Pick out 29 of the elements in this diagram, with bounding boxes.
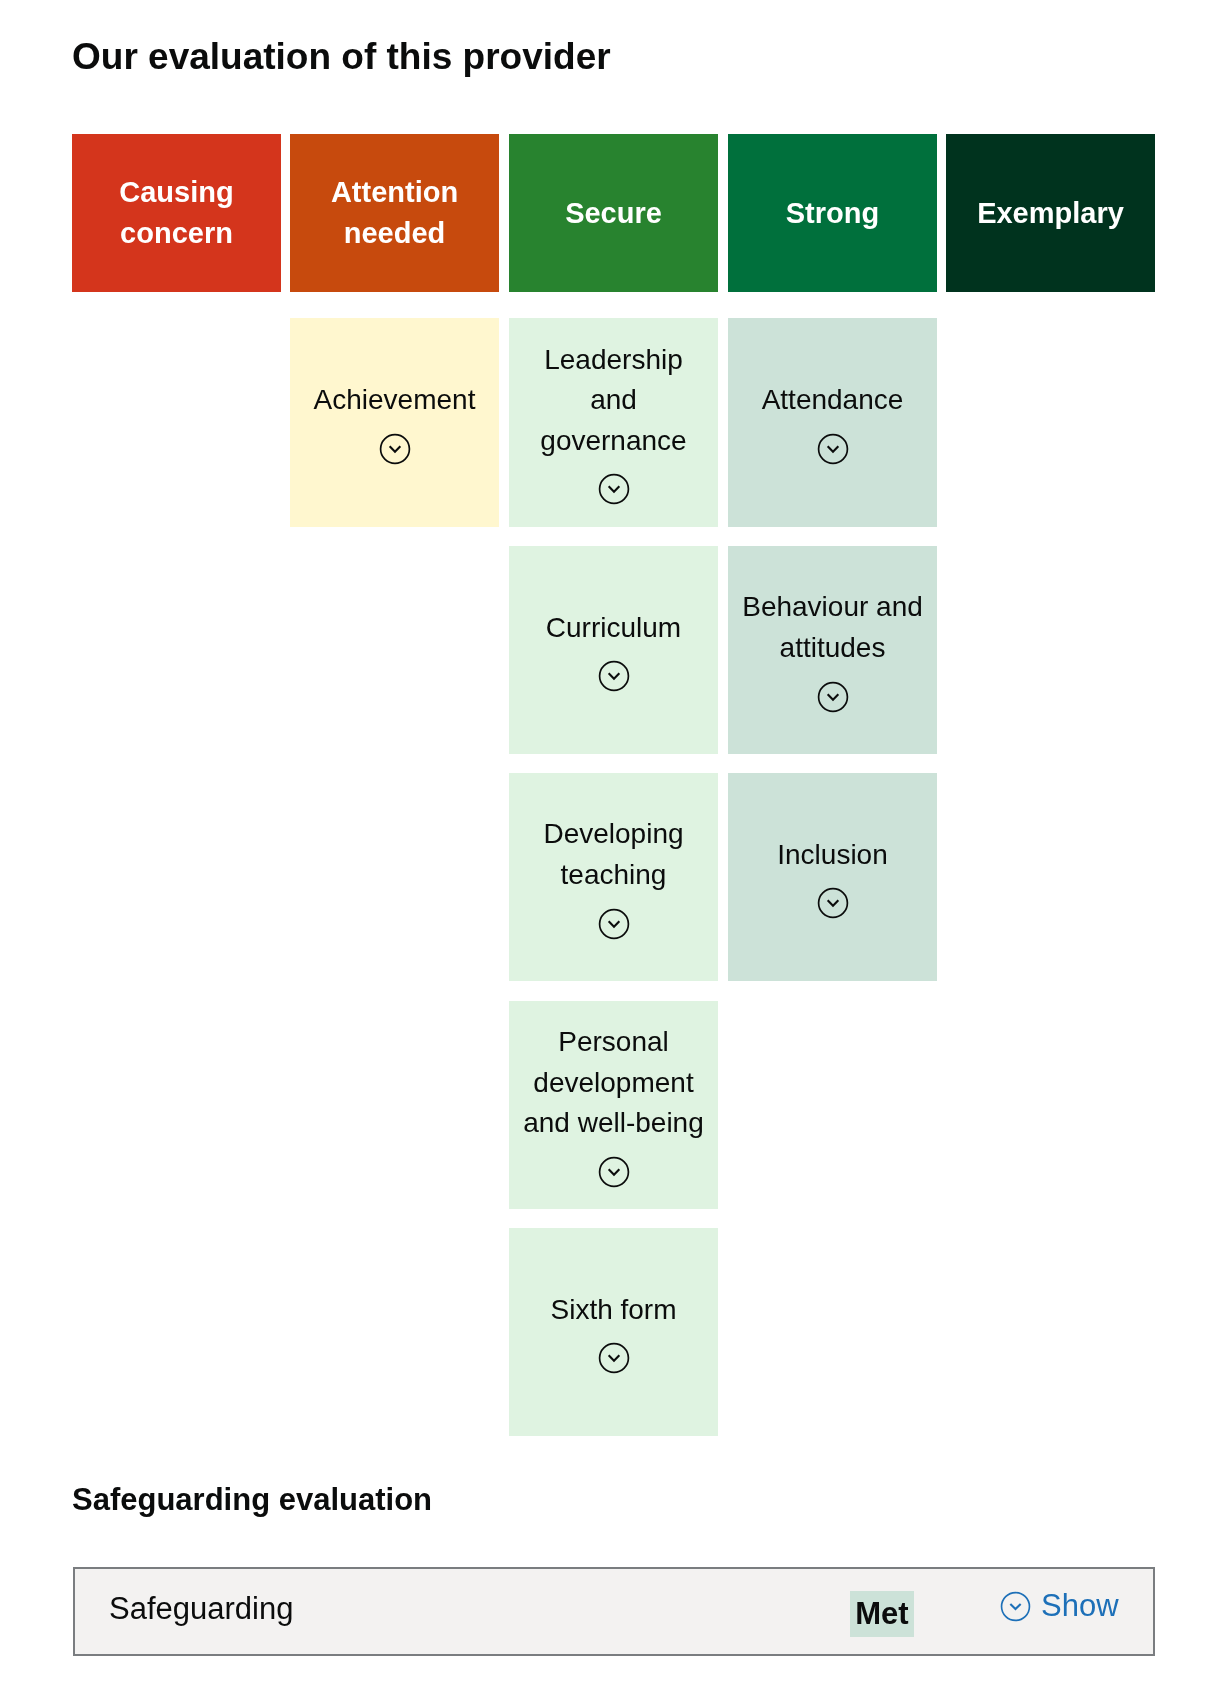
judgement-card [509, 318, 718, 527]
judgement-title: Leadership and governance [539, 342, 688, 458]
judgement-title: Developing teaching [542, 817, 685, 892]
judgement-card [509, 773, 718, 981]
rating-header: Attention needed [290, 134, 499, 292]
page-heading: Our evaluation of this provider [72, 36, 611, 78]
judgement-card [728, 318, 937, 527]
rating-header: Exemplary [946, 134, 1155, 292]
row-label: Safeguarding [109, 1591, 294, 1627]
show-link: Show [1000, 1588, 1119, 1624]
judgement-title: Sixth form [550, 1292, 677, 1327]
judgement-card [509, 1001, 718, 1209]
safeguarding-panel [73, 1567, 1155, 1656]
judgement-title: Achievement [313, 383, 476, 418]
rating-header: Strong [728, 134, 937, 292]
judgement-title: Attendance [761, 383, 904, 418]
judgement-card [509, 546, 718, 754]
rating-header: Secure [509, 134, 718, 292]
judgement-title: Personal development and well-being [522, 1025, 705, 1141]
judgement-card [509, 1228, 718, 1436]
rating-header: Causing concern [72, 134, 281, 292]
judgement-card [728, 773, 937, 981]
judgement-card [290, 318, 499, 527]
judgement-title: Curriculum [545, 610, 682, 645]
judgement-title: Behaviour and attitudes [741, 590, 924, 665]
section-heading: Safeguarding evaluation [72, 1482, 432, 1518]
judgement-title: Inclusion [777, 837, 888, 872]
judgement-card [728, 546, 937, 754]
status-tag: Met [850, 1591, 914, 1637]
